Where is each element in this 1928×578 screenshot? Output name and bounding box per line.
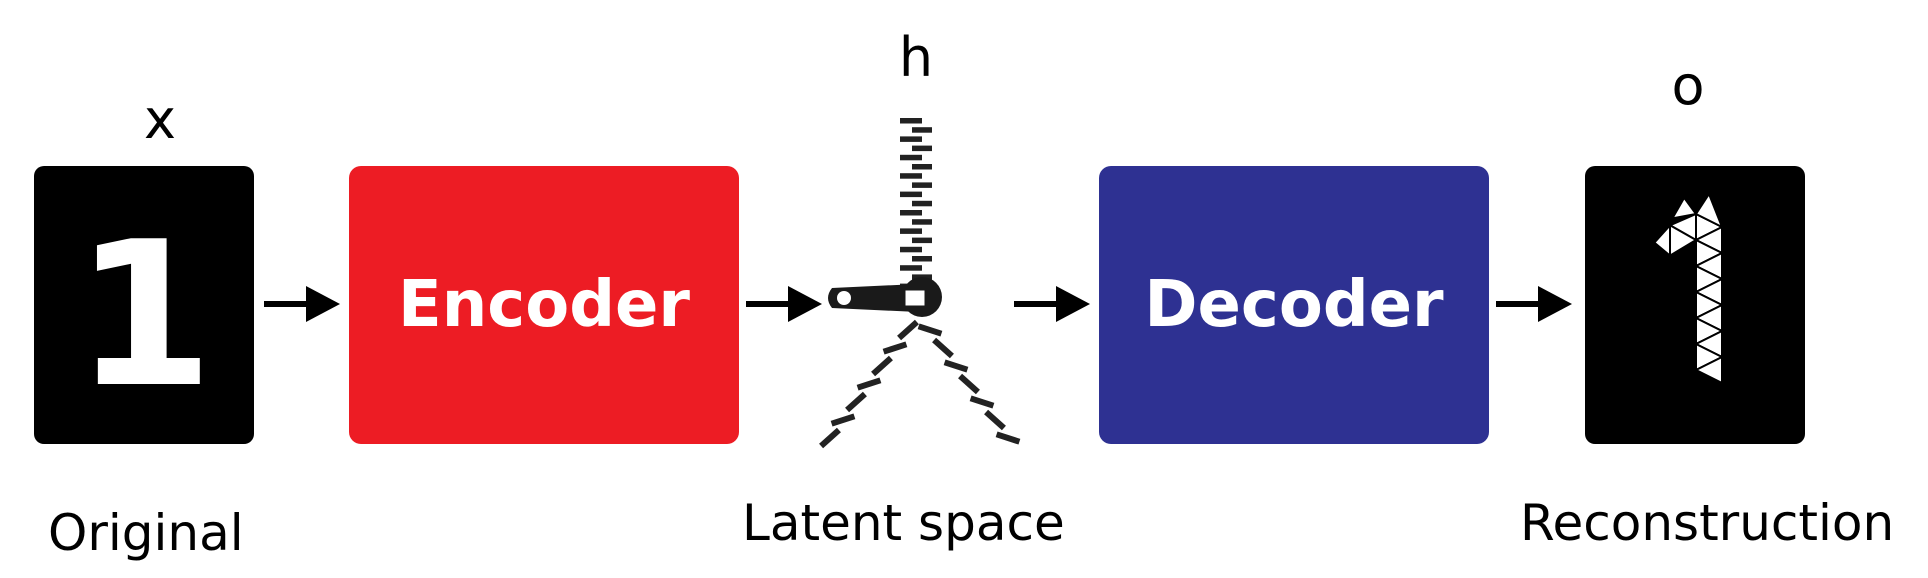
output-caption: Reconstruction [1520, 494, 1894, 552]
zipper-icon [819, 118, 1021, 449]
output-variable-label: o [1671, 54, 1704, 117]
latent-caption: Latent space [742, 494, 1065, 552]
arrow-encoder-to-latent [746, 286, 822, 322]
input-digit: 1 [74, 199, 213, 432]
arrow-input-to-encoder [264, 286, 340, 322]
triangulated-digit-one-icon [1652, 191, 1725, 385]
input-caption: Original [48, 504, 244, 562]
input-variable-label: x [144, 88, 176, 151]
latent-variable-label: h [899, 26, 933, 89]
decoder-block [1099, 166, 1489, 444]
encoder-label: Encoder [398, 268, 690, 342]
input-image [34, 166, 254, 444]
decoder-label: Decoder [1144, 268, 1444, 342]
arrow-latent-to-decoder [1014, 286, 1090, 322]
encoder-block [349, 166, 739, 444]
arrow-decoder-to-output [1496, 286, 1572, 322]
